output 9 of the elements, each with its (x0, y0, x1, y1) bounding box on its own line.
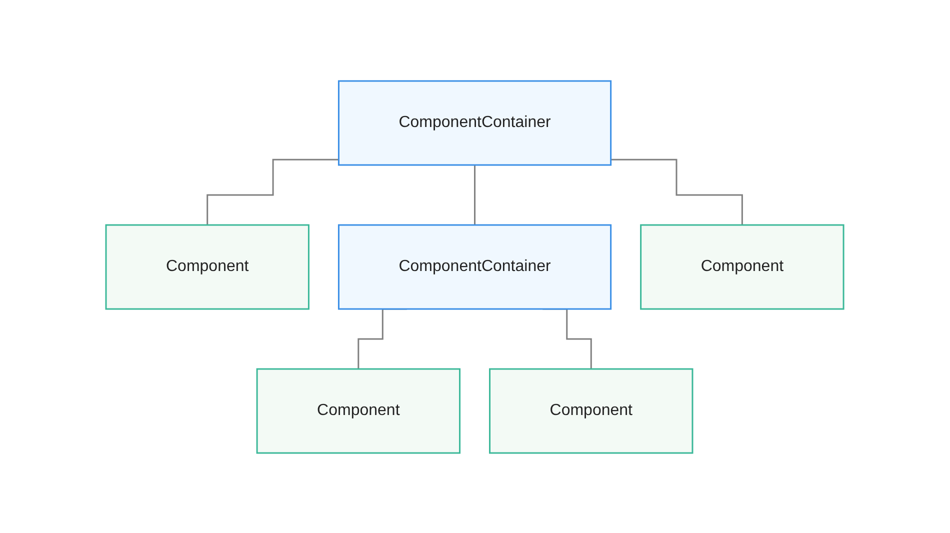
node-box: Component (256, 368, 461, 454)
node-box: Component (105, 224, 310, 310)
node-box: Component (489, 368, 694, 454)
node-box: ComponentContainer (338, 224, 612, 310)
connector (206, 158, 339, 226)
connector (611, 158, 744, 226)
connector (474, 164, 476, 226)
node-box: ComponentContainer (338, 80, 612, 166)
node-box: Component (640, 224, 845, 310)
